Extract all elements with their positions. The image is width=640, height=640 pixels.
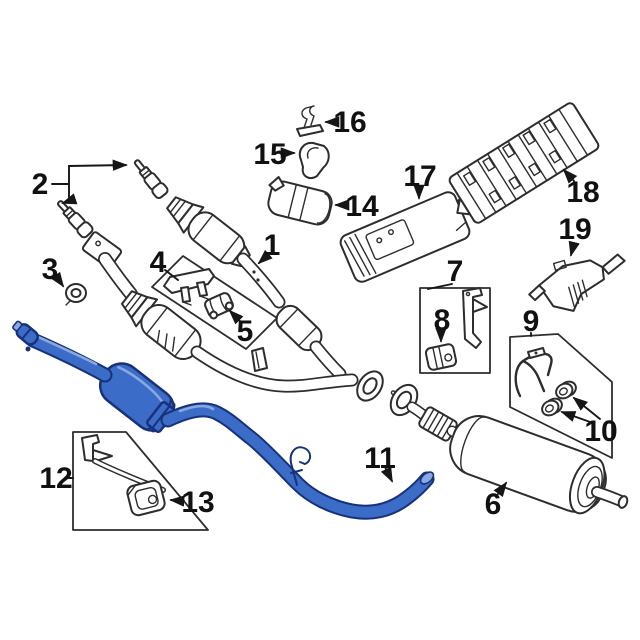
callout-4: 4 [150, 246, 167, 279]
part-15-heat-shield [298, 141, 330, 179]
part-6-rear-muffler-assembly [389, 383, 629, 515]
callout-12: 12 [39, 462, 72, 495]
callout-7: 7 [447, 255, 464, 288]
callout-18: 18 [566, 176, 599, 209]
callout-15: 15 [253, 138, 286, 171]
part-10-grommets [541, 380, 577, 417]
part-5-clamp [204, 292, 234, 320]
part-2-oxygen-sensor-lower [56, 200, 94, 239]
part-7-support-bracket [462, 287, 488, 349]
part-16-bracket [296, 105, 324, 137]
callout-1: 1 [264, 229, 281, 262]
callout-6: 6 [485, 488, 502, 521]
part-4-hanger-bracket [163, 268, 215, 306]
part-18-heat-shield [448, 102, 600, 224]
pipe-tab [25, 346, 31, 352]
callout-numbers: 1 2 3 4 5 6 7 8 9 10 11 12 13 14 15 16 1… [32, 106, 618, 521]
callout-3: 3 [42, 253, 59, 286]
part-2-oxygen-sensor-upper [133, 159, 169, 199]
part-13-rubber-insulator [126, 479, 166, 517]
part-3-gasket [65, 283, 87, 306]
part-11-center-muffler-pipe-blue [12, 320, 435, 520]
callout-8: 8 [434, 304, 451, 337]
callout-17: 17 [403, 160, 436, 193]
callout-9: 9 [523, 305, 540, 338]
part-8-rubber-insulator [424, 343, 458, 371]
callout-leader-lines [50, 116, 601, 507]
callout-2: 2 [32, 168, 49, 201]
callout-16: 16 [333, 106, 366, 139]
callout-13: 13 [181, 486, 214, 519]
part-19-heat-shield-bracket [528, 253, 626, 312]
callout-5: 5 [237, 315, 254, 348]
callout-19: 19 [558, 213, 591, 246]
part-1-front-pipe-catalytic-assembly [81, 196, 384, 402]
callout-10: 10 [584, 415, 617, 448]
part-14-insulator [267, 176, 333, 226]
welded-hanger-hook [289, 446, 312, 486]
callout-11: 11 [364, 442, 396, 475]
callout-14: 14 [345, 190, 379, 223]
detail-box-9 [509, 333, 613, 459]
part-9-hanger-rod [514, 347, 553, 398]
